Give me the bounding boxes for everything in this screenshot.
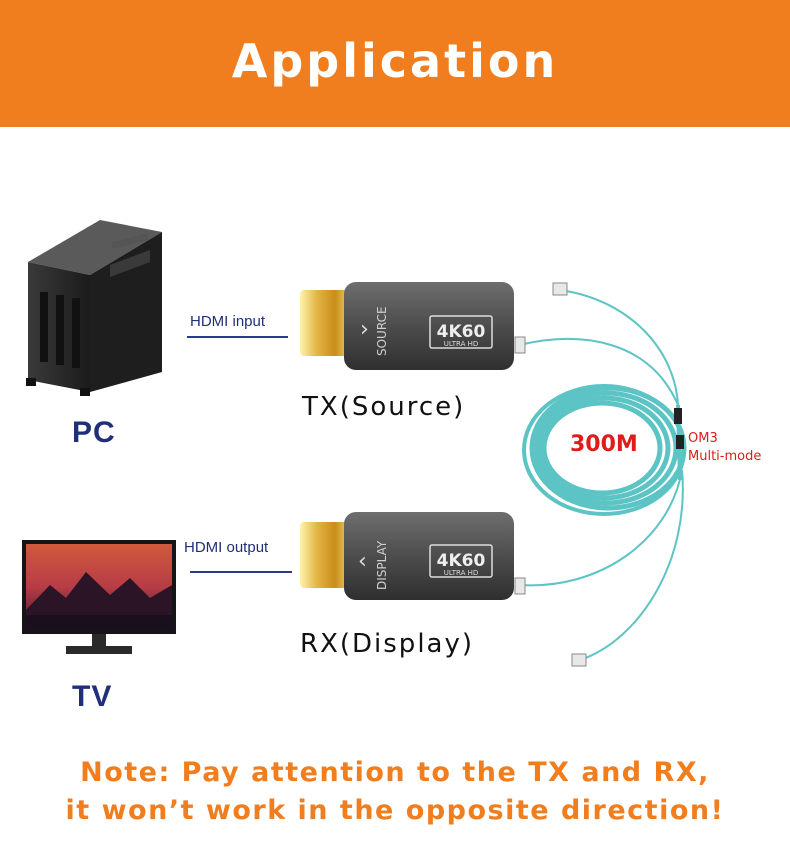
fiber-type-line1: OM3 xyxy=(688,431,718,446)
hdmi-output-label: HDMI output xyxy=(184,539,269,556)
pc-label: PC xyxy=(72,416,116,449)
svg-text:DISPLAY: DISPLAY xyxy=(375,540,389,590)
note-line-2: it won’t work in the opposite direction! xyxy=(65,795,725,826)
tx-label: TX(Source) xyxy=(302,392,466,422)
tv-monitor-image xyxy=(22,540,176,654)
fiber-type-line2: Multi-mode xyxy=(688,449,762,464)
header-banner xyxy=(0,0,790,127)
tx-module-image: › SOURCE 4K60 ULTRA HD xyxy=(300,282,514,370)
svg-text:›: › xyxy=(360,317,369,342)
svg-text:‹: ‹ xyxy=(358,549,367,574)
pc-tower-image xyxy=(26,220,162,396)
cable-length-label: 300M xyxy=(570,432,638,457)
rx-label: RX(Display) xyxy=(300,629,475,659)
note-line-1: Note: Pay attention to the TX and RX, xyxy=(80,757,710,788)
svg-text:ULTRA HD: ULTRA HD xyxy=(444,340,479,348)
svg-text:SOURCE: SOURCE xyxy=(375,306,389,356)
svg-text:ULTRA HD: ULTRA HD xyxy=(444,569,479,577)
svg-text:4K60: 4K60 xyxy=(437,551,486,571)
hdmi-input-label: HDMI input xyxy=(190,313,266,330)
page-title: Application xyxy=(231,34,559,88)
svg-text:4K60: 4K60 xyxy=(437,322,486,342)
rx-module-image: ‹ DISPLAY 4K60 ULTRA HD xyxy=(300,512,514,600)
fiber-cable-image xyxy=(514,282,687,667)
tv-label: TV xyxy=(72,680,113,713)
